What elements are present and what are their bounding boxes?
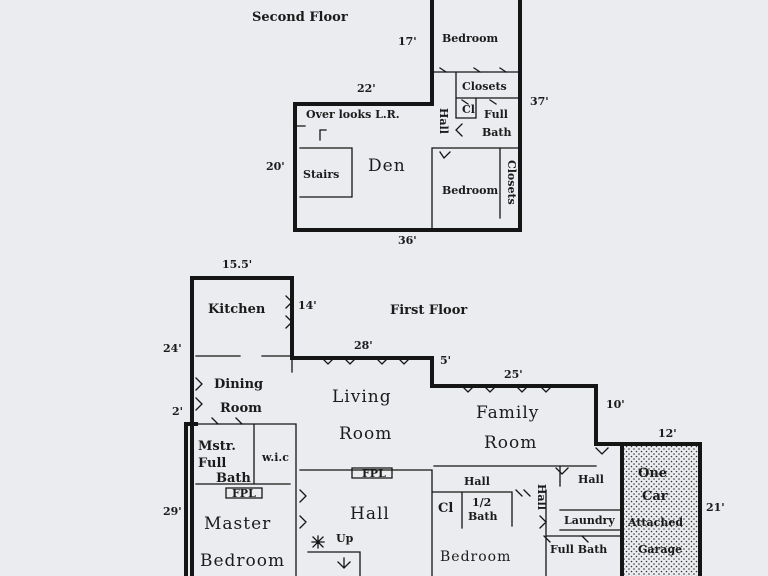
room-hall-vertical: Hall [437,108,450,134]
dim-22: 22' [357,82,376,95]
garage-line1: One [638,466,667,481]
room-master-line2: Bedroom [200,551,285,571]
room-mstr-bath-line2: Full [198,456,226,471]
room-half-bath-line1: 1/2 [472,496,491,509]
dim-36: 36' [398,234,417,247]
first-floor-title: First Floor [390,303,467,318]
room-full-bath-line2: Bath [482,126,512,139]
dim-20: 20' [266,160,285,173]
second-floor-outer-wall [293,0,522,232]
room-wic: w.i.c [261,451,289,464]
dim-17: 17' [398,35,417,48]
room-cl: Cl [462,103,475,116]
second-floor-door-marks [319,67,507,160]
room-master-line1: Master [204,514,271,534]
dim-37: 37' [530,95,549,108]
room-dining-line2: Room [220,401,262,416]
room-bedroom-top: Bedroom [442,32,498,45]
dim-21: 21' [706,501,725,514]
room-hall-small: Hall [464,475,490,488]
garage-line2: Car [642,489,668,504]
room-full-bath: Full Bath [550,543,607,556]
room-family-line1: Family [476,403,539,423]
dim-14: 14' [298,299,317,312]
room-mstr-bath-line1: Mstr. [198,439,236,454]
room-cl: Cl [438,501,453,516]
room-bedroom-second: Bedroom [442,184,498,197]
room-closets: Closets [462,80,507,93]
dim-24: 24' [163,342,182,355]
dim-29: 29' [163,505,182,518]
dim-2: 2' [172,405,183,418]
room-stairs: Stairs [303,168,339,181]
room-hall-right: Hall [578,473,604,486]
second-floor-inner-walls [294,71,521,231]
room-bedroom: Bedroom [440,549,511,565]
dim-10: 10' [606,398,625,411]
label-fpl-center: FPL [362,467,386,480]
dim-5: 5' [440,354,451,367]
room-closets-vertical: Closets [505,160,518,205]
room-hall-center: Hall [350,504,390,524]
label-fpl-left: FPL [232,487,256,500]
garage-area [624,446,698,576]
garage-line3: Attached [627,516,683,529]
second-floor: Second Floor Bedroom Closets Cl Full Bat… [252,0,549,247]
first-floor-inner-walls [187,355,623,576]
first-floor-door-marks [195,295,609,569]
second-floor-title: Second Floor [252,10,348,25]
garage-line4: Garage [638,543,682,556]
first-floor: First Floor Kitchen Dining Room Living R… [163,258,725,576]
room-kitchen: Kitchen [208,302,266,317]
dim-28: 28' [354,339,373,352]
first-floor-outer-wall [190,276,624,576]
room-den: Den [368,156,406,176]
dim-15-5: 15.5' [222,258,252,271]
room-mstr-bath-line3: Bath [216,471,251,486]
room-half-bath-line2: Bath [468,510,498,523]
room-family-line2: Room [484,433,537,453]
dim-25: 25' [504,368,523,381]
room-living-line2: Room [339,424,392,444]
dim-12: 12' [658,427,677,440]
label-overlooks: Over looks L.R. [306,108,400,121]
room-full-bath-line1: Full [484,108,508,121]
room-living-line1: Living [332,387,392,407]
room-laundry: Laundry [564,514,615,527]
room-hall-vertical: Hall [535,484,548,510]
room-dining-line1: Dining [214,377,263,392]
label-stairs-up: Up [336,532,354,545]
